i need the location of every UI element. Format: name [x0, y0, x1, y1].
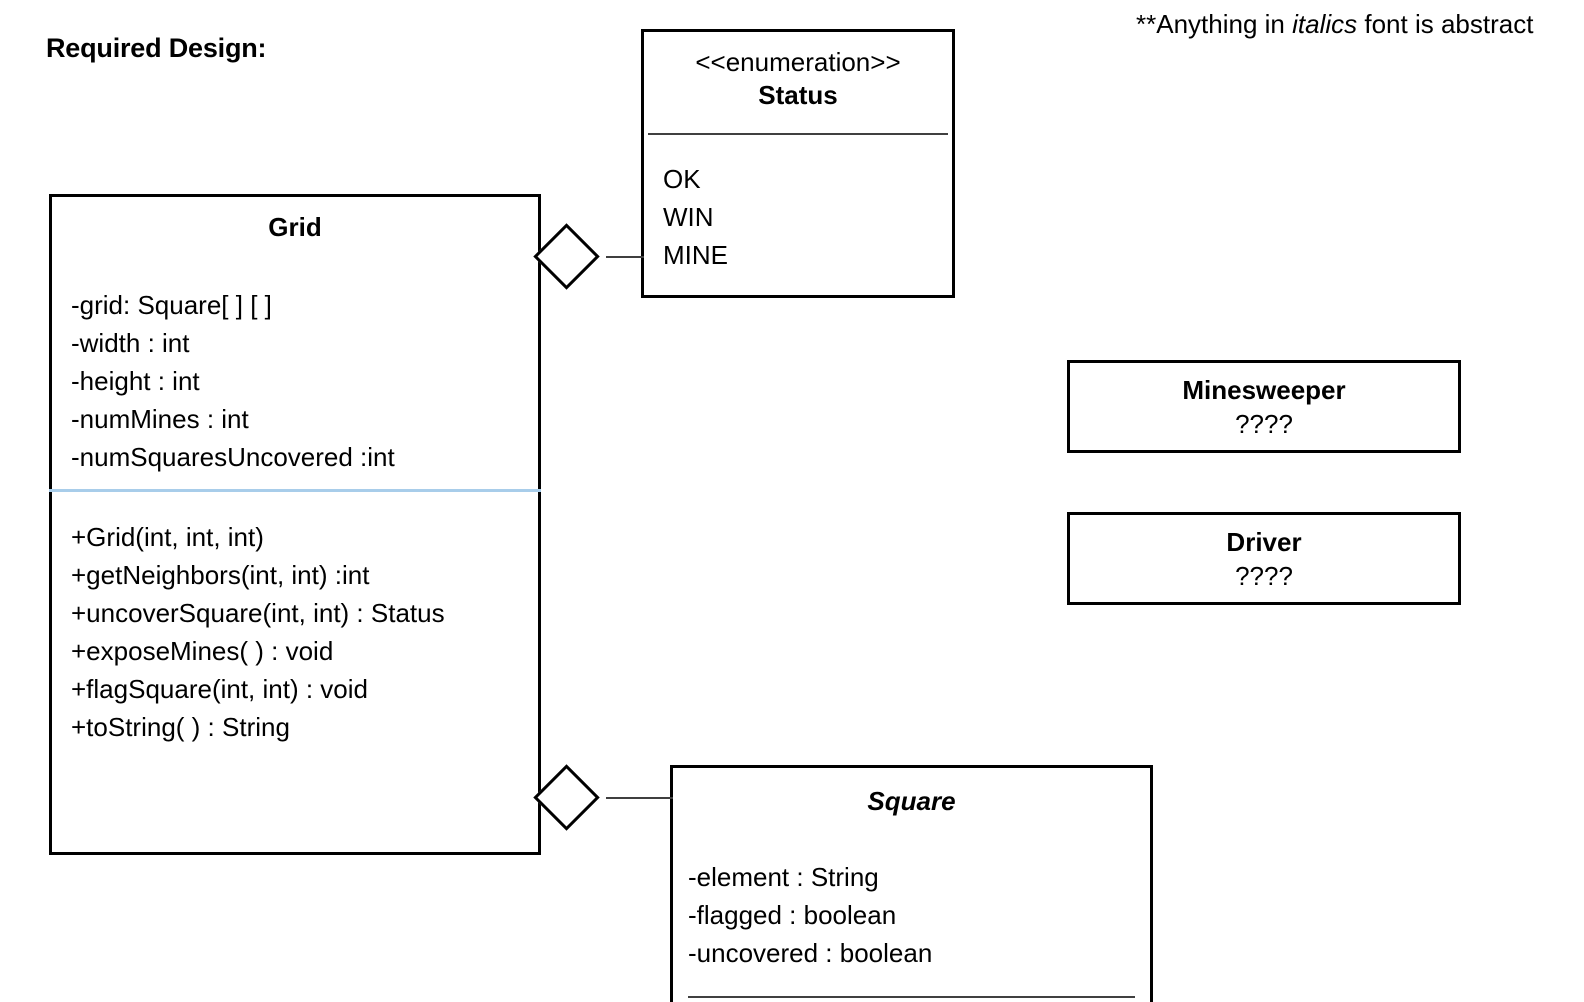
class-box-grid[interactable]: Grid -grid: Square[ ] [ ] -width : int -…: [49, 194, 541, 855]
method-item: +toString( ) : String: [71, 712, 290, 742]
enumeration-box-status[interactable]: <<enumeration>> Status OK WIN MINE: [641, 29, 955, 298]
method-item: +uncoverSquare(int, int) : Status: [71, 598, 445, 628]
attribute-item: -flagged : boolean: [688, 900, 897, 930]
enum-value-item: WIN: [663, 202, 714, 232]
compartment-separator-grid: [49, 489, 541, 492]
abstract-note-prefix: **Anything in: [1136, 9, 1293, 39]
class-box-driver[interactable]: Driver ????: [1067, 512, 1461, 605]
class-name-driver: Driver: [1226, 527, 1302, 557]
stereotype-label-enumeration: <<enumeration>>: [695, 47, 901, 77]
association-line-grid-status: [606, 256, 644, 258]
class-box-square[interactable]: Square -element : String -flagged : bool…: [670, 765, 1153, 1002]
enum-value-item: OK: [663, 164, 701, 194]
page-title: Required Design:: [46, 33, 267, 63]
method-item: +flagSquare(int, int) : void: [71, 674, 368, 704]
attribute-item: -height : int: [71, 366, 200, 396]
abstract-legend-note: **Anything in italics font is abstract: [1136, 5, 1536, 43]
attribute-item: -grid: Square[ ] [ ]: [71, 290, 272, 320]
class-body-minesweeper: ????: [1235, 409, 1293, 439]
abstract-note-emphasis: italics: [1292, 9, 1358, 39]
method-item: +exposeMines( ) : void: [71, 636, 334, 666]
attribute-list-square: -element : String -flagged : boolean -un…: [688, 858, 932, 972]
method-item: +Grid(int, int, int): [71, 522, 264, 552]
attribute-item: -width : int: [71, 328, 190, 358]
class-name-minesweeper: Minesweeper: [1182, 375, 1346, 405]
aggregation-diamond-icon-status: [533, 223, 600, 290]
attribute-item: -numSquaresUncovered :int: [71, 442, 395, 472]
abstract-note-suffix: font is abstract: [1357, 9, 1534, 39]
attribute-item: -numMines : int: [71, 404, 249, 434]
class-box-minesweeper[interactable]: Minesweeper ????: [1067, 360, 1461, 453]
compartment-separator-status: [648, 133, 948, 135]
association-line-grid-square: [606, 797, 673, 799]
method-item: +getNeighbors(int, int) :int: [71, 560, 370, 590]
aggregation-diamond-icon-square: [533, 764, 600, 831]
enumeration-name-status: Status: [758, 80, 838, 110]
compartment-separator-square: [688, 996, 1135, 998]
class-body-driver: ????: [1235, 561, 1293, 591]
attribute-item: -element : String: [688, 862, 879, 892]
class-name-grid: Grid: [268, 212, 322, 242]
enum-value-item: MINE: [663, 240, 728, 270]
attribute-item: -uncovered : boolean: [688, 938, 933, 968]
method-list-grid: +Grid(int, int, int) +getNeighbors(int, …: [71, 518, 445, 746]
enum-value-list: OK WIN MINE: [663, 160, 728, 274]
class-name-square: Square: [867, 786, 956, 816]
attribute-list-grid: -grid: Square[ ] [ ] -width : int -heigh…: [71, 286, 395, 476]
